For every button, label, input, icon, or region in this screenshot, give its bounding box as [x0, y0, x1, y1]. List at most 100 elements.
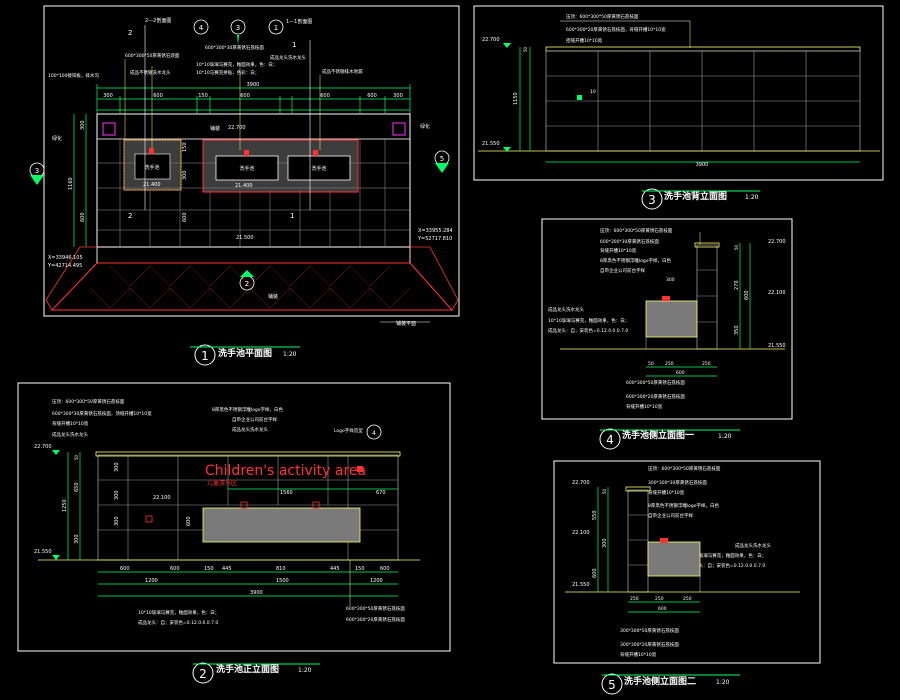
plan-level-mid1: 21.400 [143, 182, 161, 188]
front-dim-inner-2: 300 [114, 490, 120, 500]
side2-back-wall [627, 489, 649, 593]
side1-title-number: 4 [606, 433, 614, 447]
side1-note-b: 600*300*30厚黄锈石荔枝面 [600, 238, 659, 245]
plan-dim-total: 3900 [247, 82, 260, 88]
panel-rear-elevation: 压顶：600*300*50厚黄锈石荔枝面 600*300*20厚黄锈石荔枝面，背… [473, 5, 884, 210]
side2-note-d: 8厚黑色不锈钢浮雕logo字样，白色 [648, 502, 719, 509]
front-scale: 1:20 [298, 667, 312, 674]
front-dim-b-2: 600 [170, 566, 180, 572]
front-level-mid: 22.100 [153, 495, 171, 501]
side2-note-f: 成品龙头洗水龙头 [735, 542, 771, 549]
side1-dim-h-1: 50 [648, 361, 654, 367]
panel-side-elevation-1: 压顶：600*300*50厚黄锈石荔枝面 600*300*30厚黄锈石荔枝面 背… [541, 218, 793, 450]
plan-label-sink-left: 洗手池 [144, 164, 159, 171]
front-note-c: 背缝开槽10*10宽 [52, 420, 89, 427]
plan-note-f: 成品不锈钢洗水龙头 [130, 69, 171, 76]
front-note-h: Logo字样造型 [334, 427, 363, 434]
front-note-e: 8厚黑色不锈钢浮雕logo字样，白色 [212, 406, 283, 413]
plan-coord-y1: Y=42714.495 [47, 263, 82, 269]
panel-front-elevation: 压顶：600*300*50厚黄锈石荔枝面 600*300*30厚黄锈石荔枝面，顶… [17, 382, 451, 684]
front-logo-marker: 4 [372, 430, 376, 437]
side1-note-a: 压顶：600*300*50厚黄锈石荔枝面 [600, 227, 673, 234]
plan-note-h: 成品不锈钢排水地漏 [322, 68, 363, 75]
side1-note-j: 600*300*20厚黄锈石荔枝面 [626, 393, 685, 400]
side1-basin [645, 300, 698, 338]
rear-dim-cap: 50 [523, 46, 528, 52]
side2-note-c: 背缝开槽10*10宽 [648, 489, 685, 496]
plan-note-g: 100*100镀锌板，排水沟 [48, 72, 99, 79]
plan-dim-inner-3: 600 [182, 212, 188, 222]
plan-dim-left-3: 600 [80, 212, 86, 222]
side2-dim-h-3: 250 [683, 596, 692, 602]
side1-dim-v-2: 600 [744, 290, 750, 300]
plan-note-e: 10*10马赛克拼贴，色彩：白； [196, 69, 259, 76]
side1-dim-v-4: 350 [734, 325, 740, 335]
side2-note-a: 压顶：600*300*50厚黄锈石荔枝面 [648, 465, 721, 472]
front-note-a: 压顶：600*300*50厚黄锈石荔枝面 [52, 398, 125, 405]
plan-note-d: 成品龙头洗水龙头 [270, 54, 306, 61]
plan-section-marker-1: 1 [274, 24, 278, 32]
plan-dim-5: 600 [320, 93, 330, 99]
plan-section-marker-3b: 3 [35, 167, 39, 175]
side2-title-circle [601, 673, 623, 695]
plan-dim-1: 300 [103, 93, 113, 99]
front-title-circle [192, 662, 214, 684]
side1-note-i: 600*300*50厚黄锈石荔枝面 [626, 379, 685, 386]
front-dim-b-1: 600 [120, 566, 130, 572]
front-dim-b-3: 150 [204, 566, 214, 572]
side2-note-k: 背缝开槽10*10宽 [620, 651, 657, 658]
plan-label-green-right: 绿化 [420, 123, 430, 130]
side2-dim-h-2: 250 [655, 596, 664, 602]
plan-cut-2-label-bottom: 2 [128, 212, 132, 220]
side2-note-g: 10*10玻璃马赛克，釉面效果，色：白； [685, 552, 766, 559]
plan-note-b: 600*300*30厚黄锈石荔枝面 [205, 44, 264, 51]
front-dim-left-4: 300 [74, 534, 80, 544]
front-dim-b-4: 445 [222, 566, 232, 572]
rear-note-c: 密缝开槽10*10宽 [566, 37, 603, 44]
side2-note-i: 300*300*50厚黄锈石荔枝面 [620, 627, 679, 634]
panel-plan: 3900 300 600 150 600 600 600 300 [29, 5, 460, 366]
side1-note-e: 自带企业公司前台字样 [600, 267, 645, 274]
plan-cut-1-label: 1 [292, 41, 296, 49]
rear-frame [473, 5, 884, 181]
front-dim-top-1: 1560 [280, 490, 293, 496]
side2-dim-v-3: 300 [602, 538, 608, 548]
rear-cap [545, 46, 861, 52]
front-note-l: 600*300*20厚黄锈石荔枝面 [346, 616, 405, 623]
plan-label-sink-right: 洗手池 [311, 165, 326, 172]
side1-frame [541, 218, 793, 420]
plan-title: 洗手池平面图 [218, 347, 272, 359]
front-title: 洗手池正立面图 [216, 663, 279, 675]
side1-level-top: 22.700 [768, 239, 786, 245]
plan-paving-area [50, 262, 454, 311]
plan-cut-2-label: 2 [128, 29, 132, 37]
plan-dim-7: 300 [393, 93, 403, 99]
plan-title-circle [194, 344, 216, 366]
front-dim-b-6: 445 [330, 566, 340, 572]
rear-scale: 1:20 [745, 194, 759, 201]
rear-title: 洗手池背立面图 [664, 190, 727, 202]
front-dim-top-2: 670 [376, 490, 386, 496]
side2-level-top: 22.700 [572, 480, 590, 486]
front-dim-b-7: 150 [355, 566, 365, 572]
side1-level-mid: 22.100 [768, 290, 786, 296]
side2-dim-v-4: 600 [592, 568, 598, 578]
plan-coord-y2: Y=52717.810 [417, 236, 452, 242]
side1-dim-v-3: 270 [734, 280, 740, 290]
plan-level-mid1b: 21.400 [235, 183, 253, 189]
front-dim-b-5: 810 [276, 566, 286, 572]
side1-note-g: 10*10玻璃马赛克，釉面效果，色：白； [548, 317, 629, 324]
front-dim-b2-1: 1200 [145, 578, 158, 584]
plan-dim-inner-1: 150 [182, 142, 188, 152]
front-dim-b-8: 600 [380, 566, 390, 572]
side2-level-bot: 21.550 [572, 582, 590, 588]
side2-level-mid: 22.100 [572, 530, 590, 536]
front-note-i: 10*10玻璃马赛克，釉面效果，色：白； [138, 609, 219, 616]
front-dim-inner-4: 600 [186, 516, 192, 526]
plan-label-walkway: 铺装平面 [396, 320, 416, 327]
front-dim-b2-2: 1500 [276, 578, 289, 584]
plan-tile-marker-right [392, 122, 406, 136]
side1-note-f: 成品龙头洗水龙头 [548, 306, 584, 313]
front-dim-b2-3: 1200 [370, 578, 383, 584]
plan-section-marker-5: 5 [440, 155, 444, 163]
